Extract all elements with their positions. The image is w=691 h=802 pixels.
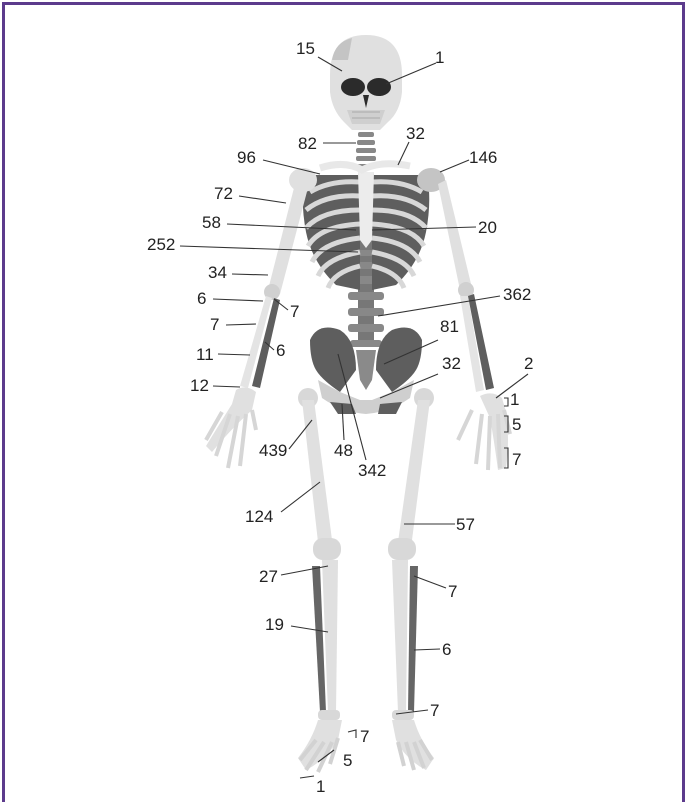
label-knee: 27: [259, 567, 278, 586]
label-radius-low: 6: [276, 341, 285, 360]
label-skull-face: 1: [435, 48, 444, 67]
legs: [298, 388, 434, 720]
label-elbow: 34: [208, 263, 227, 282]
label-ribs: 252: [147, 235, 175, 254]
label-shoulder-right: 146: [469, 148, 497, 167]
label-foot-metatarsals: 5: [343, 751, 352, 770]
label-phalanges: 7: [512, 450, 521, 469]
label-carpals: 1: [510, 390, 519, 409]
label-hip: 439: [259, 441, 287, 460]
label-sternum-right: 20: [478, 218, 497, 237]
label-scapula: 96: [237, 148, 256, 167]
label-humerus: 72: [214, 184, 233, 203]
label-sacrum: 32: [442, 354, 461, 373]
label-ilium: 81: [440, 317, 459, 336]
label-femur-right: 57: [456, 515, 475, 534]
label-fibula-top: 7: [448, 582, 457, 601]
label-forearm-bottom: 11: [196, 345, 214, 364]
label-skull-top: 15: [296, 39, 315, 58]
label-hand-right: 2: [524, 354, 533, 373]
label-cervical: 82: [298, 134, 317, 153]
label-femur: 124: [245, 507, 273, 526]
label-wrist: 12: [190, 376, 209, 395]
label-radius-top: 6: [197, 289, 206, 308]
skull: [330, 35, 402, 130]
number-labels: 15 1 82 32 96 146 72 58 20 252 34 6 7 7 …: [147, 39, 533, 796]
label-metacarpals: 5: [512, 415, 521, 434]
label-lumbar: 362: [503, 285, 531, 304]
label-pubis: 48: [334, 441, 353, 460]
label-radius-top-right: 7: [290, 302, 299, 321]
label-foot-toes: 1: [316, 777, 325, 796]
label-sternum: 58: [202, 213, 221, 232]
label-ulna-mid: 7: [210, 315, 219, 334]
label-clavicle: 32: [406, 124, 425, 143]
label-pelvis-center: 342: [358, 461, 386, 480]
label-fibula: 6: [442, 640, 451, 659]
label-tibia: 19: [265, 615, 284, 634]
label-ankle: 7: [430, 701, 439, 720]
label-foot-tarsals: 7: [360, 727, 369, 746]
skeleton-illustration: [206, 35, 510, 772]
